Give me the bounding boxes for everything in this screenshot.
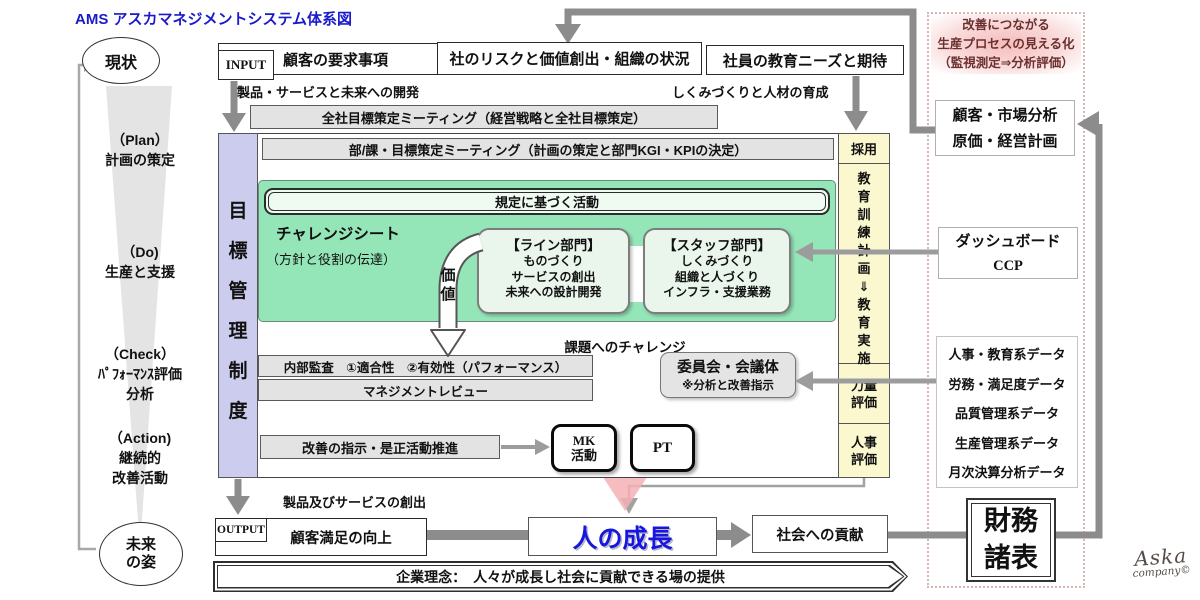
- employee-education-box: 社員の教育ニーズと期待: [706, 45, 904, 75]
- market-analysis-box: 顧客・市場分析 原価・経営計画: [935, 100, 1075, 156]
- phase-plan: （Plan） 計画の策定: [105, 132, 175, 168]
- product-dev-note: 製品・サービスと未来への開発: [237, 85, 420, 100]
- recruit-arrowhead: [844, 111, 868, 131]
- page-title: AMS アスカマネジメントシステム体系図: [75, 11, 353, 28]
- product-creation-note: 製品及びサービスの創出: [283, 495, 427, 510]
- future-state-oval: 未来 の姿: [99, 522, 183, 586]
- dept-goal-meeting-bar: 部/課・目標策定ミーティング（計画の策定と部門KGI・KPIの決定）: [262, 138, 834, 160]
- company-goal-meeting-bar: 全社目標策定ミーティング（経営戦略と全社目標策定）: [250, 105, 718, 129]
- company-risk-box: 社のリスクと価値創出・組織の状況: [437, 42, 702, 75]
- dashboard-box: ダッシュボード CCP: [938, 227, 1078, 279]
- hr-competence-segment: 力量評価: [839, 364, 889, 424]
- growth-top-arrowhead: [620, 498, 638, 514]
- current-state-oval: 現状: [82, 37, 160, 84]
- hr-dev-note: しくみづくりと人材の育成: [672, 85, 829, 100]
- challenge-sheet-sublabel: （方針と役割の伝達）: [266, 252, 397, 267]
- philosophy-text: 企業理念： 人々が成長し社会に貢献できる場の提供: [396, 568, 725, 585]
- philosophy-ribbon: 企業理念： 人々が成長し社会に貢献できる場の提供: [213, 561, 908, 592]
- management-review-bar: マネジメントレビュー: [258, 379, 593, 401]
- staff-dept-card: 【スタッフ部門】 しくみづくり 組織と人づくり インフラ・支援業務: [643, 228, 791, 314]
- hr-personnel-segment: 人事評価: [850, 434, 877, 467]
- input-label-box: INPUT: [218, 50, 274, 80]
- hr-process-column: 採用 教育訓練計画⇓教育実施 力量評価 人事評価: [838, 133, 890, 478]
- phase-check: （Check） ﾊﾟﾌｫｰﾏﾝｽ評価 分析: [98, 346, 182, 402]
- human-growth-box: 人の成長: [528, 517, 717, 556]
- improvement-bar: 改善の指示・是正活動推進: [260, 435, 500, 459]
- goal-management-bar: 目標管理制度: [218, 133, 258, 478]
- phase-do: （Do) 生産と支援: [105, 244, 175, 280]
- satisfaction-growth-connector: [427, 530, 529, 540]
- hr-recruit-segment: 採用: [839, 134, 889, 164]
- challenge-sheet-label: チャレンジシート: [276, 226, 400, 243]
- hr-training-segment: 教育訓練計画⇓教育実施: [839, 164, 889, 366]
- input-down-arrowhead: [222, 113, 246, 132]
- pt-card: PT: [630, 424, 695, 472]
- line-dept-card: 【ライン部門】 ものづくり サービスの創出 未来への設計開発: [477, 228, 630, 314]
- risk-box-arrowhead: [555, 24, 581, 44]
- personnel-to-growth-line: [627, 478, 866, 499]
- internal-audit-bar: 内部監査 ①適合性 ②有効性（パフォーマンス）: [258, 355, 593, 377]
- committee-box: 委員会・会議体 ※分析と改善指示: [660, 352, 796, 398]
- financial-statements-box: 財務 諸表: [966, 498, 1056, 582]
- phase-action: （Action) 継続的 改善活動: [108, 430, 172, 486]
- aska-company-logo: Aska company©: [1132, 543, 1192, 580]
- goal-management-vertical-label: 目標管理制度: [228, 201, 248, 422]
- value-label: 価値: [440, 267, 456, 303]
- mk-activity-card: MK 活動: [551, 424, 617, 472]
- rules-activity-box: 規定に基づく活動: [264, 188, 830, 215]
- data-list-box: 人事・教育系データ 労務・満足度データ 品質管理系データ 生産管理系データ 月次…: [936, 336, 1078, 488]
- growth-social-connector: [717, 530, 732, 540]
- output-label-box: OUTPUT: [215, 518, 267, 542]
- kaizen-note: 改善につながる 生産プロセスの見える化 （監視測定⇒分析評価）: [931, 14, 1081, 74]
- social-contribution-box: 社会への貢献: [752, 515, 888, 553]
- output-down-arrowhead: [226, 496, 250, 515]
- dept-cards-bridge: [629, 246, 644, 302]
- growth-social-arrowhead: [731, 522, 751, 548]
